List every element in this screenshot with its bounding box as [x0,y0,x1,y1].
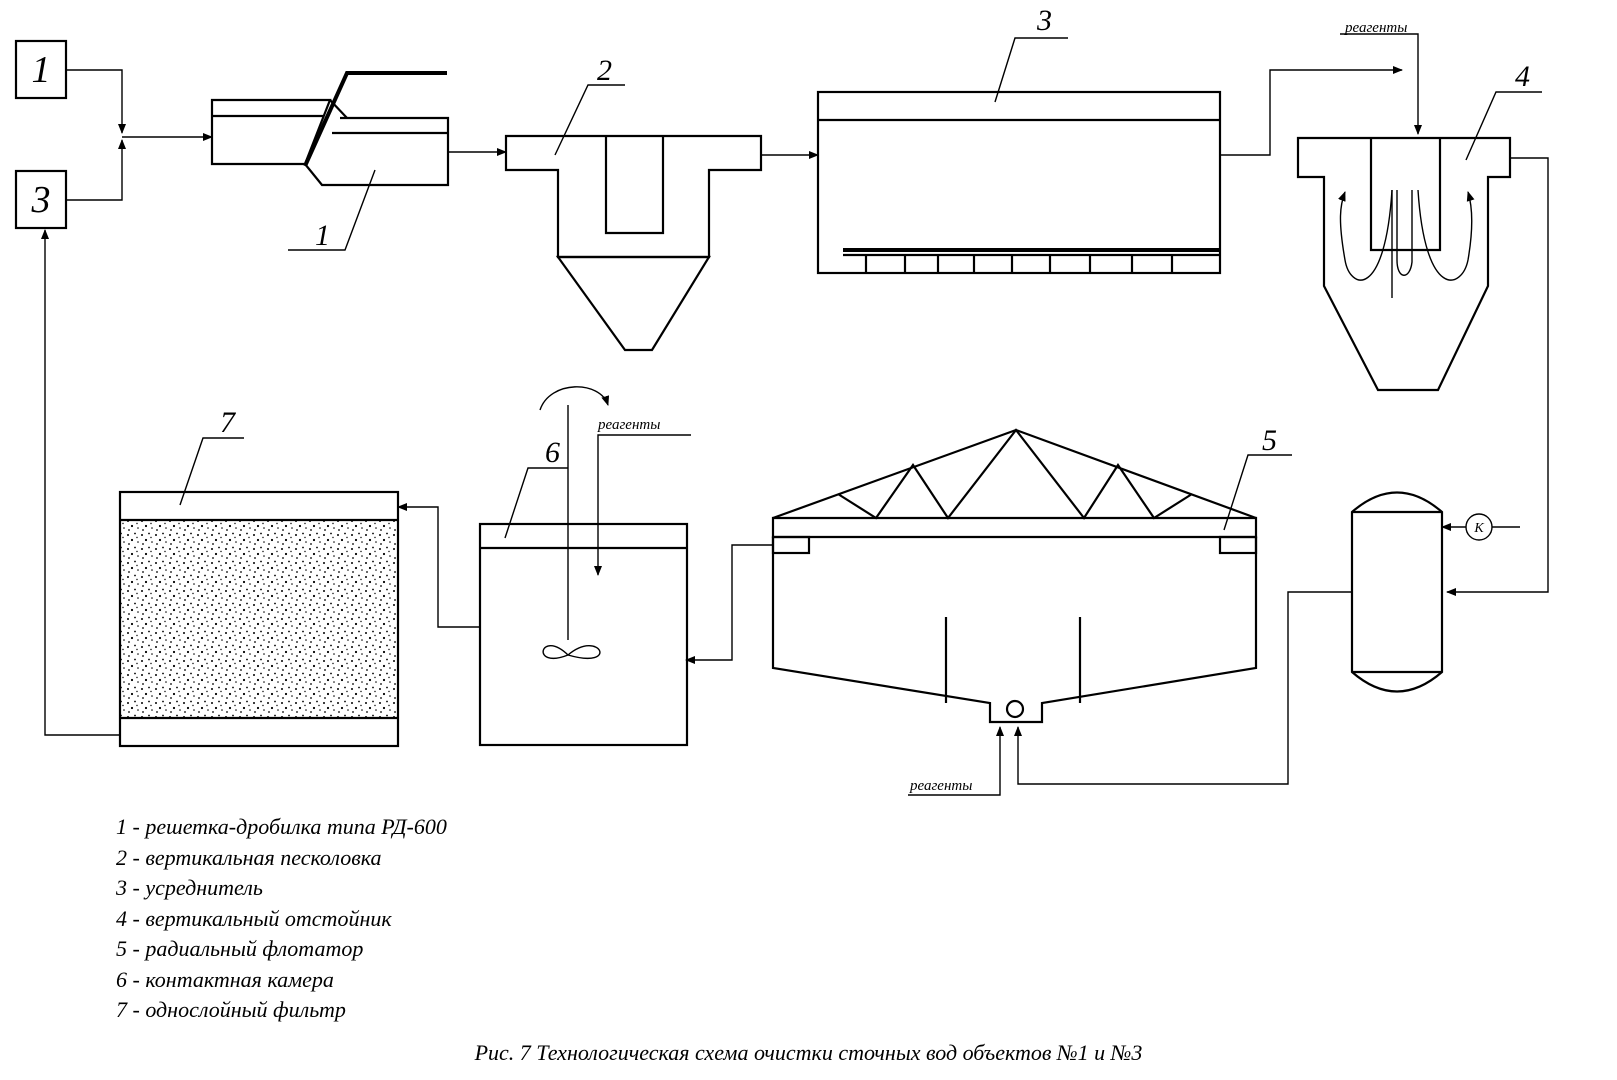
aeration-supports [864,255,1174,273]
filter-unit-7: 7 [118,406,400,748]
reagents-label-settler: реагенты [1344,20,1407,36]
reagents-label-flotator: реагенты [909,778,972,794]
unit-2-number: 2 [597,54,612,87]
air-inlet-icon [1005,699,1025,719]
reagents-label-chamber: реагенты [597,417,660,433]
unit-6-number: 6 [545,436,560,469]
flow-5-to-6 [685,544,773,664]
pressure-tank: К [1350,491,1520,693]
unit-5-number: 5 [1262,424,1277,457]
rotation-arrow-icon [539,386,610,411]
vertical-settler-unit-4: реагенты 4 [1296,20,1542,392]
legend-item: 6 - контактная камера [116,966,334,992]
flow-6-to-7 [397,503,480,628]
grate-crusher-unit-1: 1 [210,71,450,252]
legend-item: 5 - радиальный флотатор [116,936,364,961]
legend-item: 1 - решетка-дробилка типа РД-600 [116,814,447,839]
flow-4-to-tank [1446,157,1549,596]
radial-flotator-unit-5: 5 реагенты [771,424,1292,796]
unit-4-number: 4 [1515,60,1530,93]
inflow-lines [66,69,213,201]
figure-caption: Рис. 7 Технологическая схема очистки сто… [474,1040,1143,1065]
source-box-3-label: 3 [31,179,51,221]
flow-tank-to-flotator [1014,591,1352,785]
source-box-1: 1 [14,39,68,100]
source-box-3: 3 [14,169,68,230]
legend-item: 4 - вертикальный отстойник [116,905,392,931]
unit-3-number: 3 [1036,4,1052,37]
unit-1-number: 1 [315,219,330,252]
legend-item: 2 - вертикальная песколовка [116,844,382,870]
return-flow-to-box-3 [41,229,120,736]
compressor-label: К [1473,521,1484,536]
contact-chamber-unit-6: реагенты 6 [478,386,691,747]
legend-item: 3 - усреднитель [116,875,263,900]
sand-trap-unit-2: 2 [504,54,763,352]
equalizer-unit-3: 3 [816,4,1222,275]
source-box-1-label: 1 [32,49,51,91]
mixer-impeller-icon [542,645,601,660]
flow-3-to-4 [1220,66,1403,156]
filter-media [120,520,398,718]
legend: 1 - решетка-дробилка типа РД-600 2 - вер… [116,812,447,1026]
legend-item: 7 - однослойный фильтр [116,997,346,1022]
unit-7-number: 7 [220,406,237,439]
truss-roof [772,428,1257,520]
